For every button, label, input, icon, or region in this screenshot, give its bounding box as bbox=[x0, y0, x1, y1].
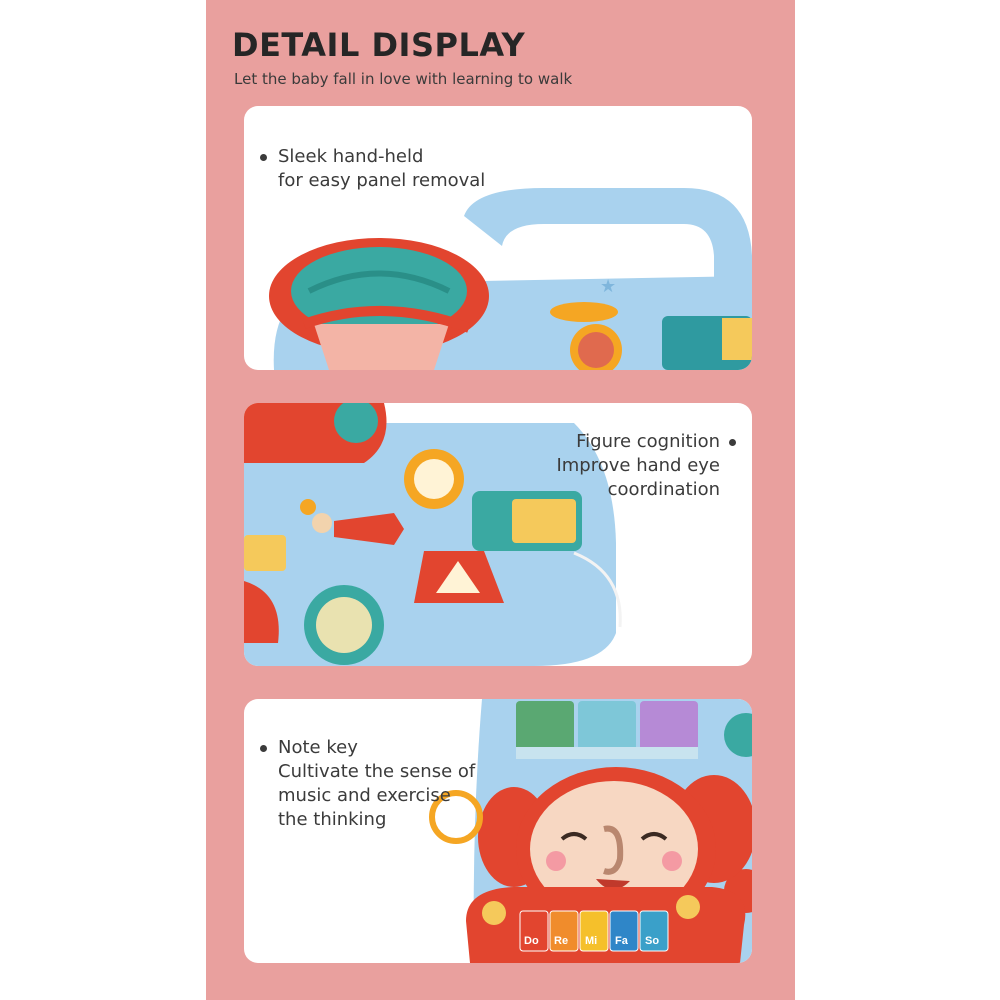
piano-key-fa[interactable] bbox=[609, 910, 639, 952]
hoop-rim bbox=[302, 306, 471, 333]
detail-card-handle: ★ Sleek hand-held for easy panel removal bbox=[244, 106, 752, 370]
picture-tile bbox=[578, 701, 636, 757]
panel-3-line: Note key bbox=[278, 737, 358, 758]
gear-icon bbox=[724, 713, 752, 757]
toy-piano-illustration: Do Re Mi Fa So bbox=[429, 699, 752, 963]
page-title: DETAIL DISPLAY bbox=[232, 26, 526, 64]
panel-2-line: coordination bbox=[607, 479, 720, 500]
panel-1-text: Sleek hand-held for easy panel removal bbox=[278, 145, 485, 193]
elephant-face bbox=[530, 781, 698, 917]
panel-2-text: Figure cognition Improve hand eye coordi… bbox=[556, 430, 720, 502]
bullet-dot bbox=[260, 745, 267, 752]
detail-card-piano: Do Re Mi Fa So Note key Cultivate the se… bbox=[244, 699, 752, 963]
toy-figures-illustration bbox=[244, 403, 622, 666]
panel-3-line: Cultivate the sense of bbox=[278, 761, 476, 782]
bullet-dot bbox=[260, 154, 267, 161]
piano-key-so[interactable] bbox=[639, 910, 669, 952]
red-bowl bbox=[244, 581, 279, 643]
star-icon: ★ bbox=[600, 276, 616, 296]
picture-tile bbox=[516, 701, 574, 757]
trunk-icon bbox=[603, 825, 624, 875]
piano-key-label: Mi bbox=[585, 935, 597, 947]
hoop-net bbox=[314, 324, 449, 370]
panel-1-line: for easy panel removal bbox=[278, 170, 486, 191]
panel-3-line: the thinking bbox=[278, 809, 387, 830]
panel-2-line: Improve hand eye bbox=[556, 455, 720, 476]
piano-key-label: Fa bbox=[615, 935, 629, 947]
detail-card-figures: Figure cognition Improve hand eye coordi… bbox=[244, 403, 752, 666]
panel-2-line: Figure cognition bbox=[576, 431, 720, 452]
cube-block bbox=[244, 535, 286, 571]
smile-icon bbox=[596, 879, 630, 890]
face-button bbox=[482, 901, 506, 925]
piano-key-do[interactable] bbox=[519, 910, 549, 952]
panel-1-line: Sleek hand-held bbox=[278, 146, 424, 167]
face-button bbox=[676, 895, 700, 919]
panel-3-text: Note key Cultivate the sense of music an… bbox=[278, 736, 475, 832]
toy-handle-illustration: ★ bbox=[269, 188, 752, 370]
panel-3-line: music and exercise bbox=[278, 785, 451, 806]
page-subtitle: Let the baby fall in love with learning … bbox=[234, 70, 573, 88]
picture-tile bbox=[640, 701, 698, 757]
bead-icon bbox=[300, 499, 316, 515]
piano-keys: Do Re Mi Fa So bbox=[519, 910, 669, 952]
eye-icon bbox=[560, 832, 588, 841]
piano-key-label: Re bbox=[554, 935, 568, 947]
propeller-icon bbox=[550, 302, 618, 322]
piano-key-label: Do bbox=[524, 935, 539, 947]
eye-icon bbox=[640, 832, 668, 841]
teether-ring bbox=[429, 790, 483, 844]
piano-key-re[interactable] bbox=[549, 910, 579, 952]
piano-key-label: So bbox=[645, 935, 659, 947]
piano-key-mi[interactable] bbox=[579, 910, 609, 952]
bullet-dot bbox=[729, 439, 736, 446]
rocket-icon bbox=[334, 513, 404, 545]
